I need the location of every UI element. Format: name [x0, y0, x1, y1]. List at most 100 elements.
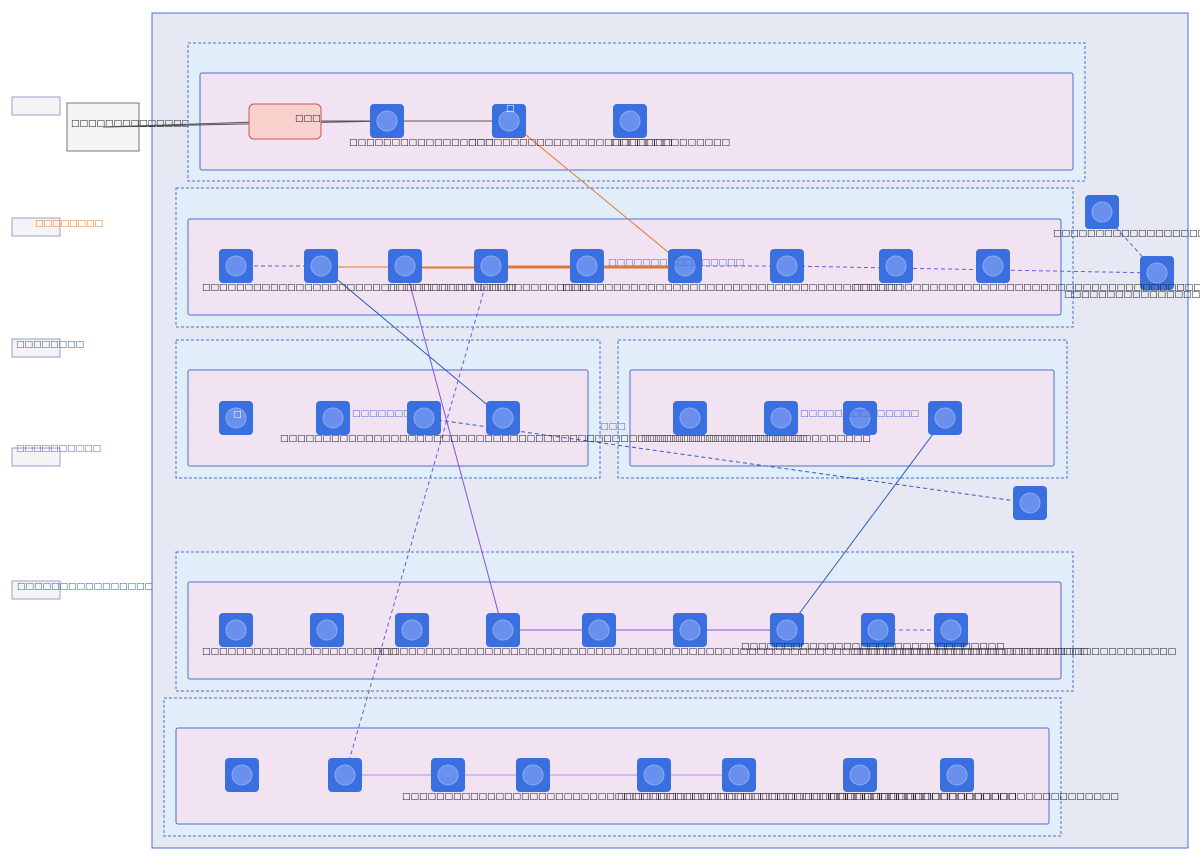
service-node [764, 401, 798, 435]
service-node [486, 613, 520, 647]
node-label: □□□□□□□□□□□□□□ [471, 283, 590, 293]
service-node [310, 613, 344, 647]
node-icon [480, 255, 502, 277]
node-icon [498, 110, 520, 132]
legend: □□□□□□□□ □□□□□□□□ □□□□□□□□□□ □□□□□□□□□□□… [11, 96, 153, 600]
node-icon [401, 619, 423, 641]
node-icon [413, 407, 435, 429]
node-icon [885, 255, 907, 277]
node-icon [322, 407, 344, 429]
edge-label: □□□□□□□□□□□□□□□□ [608, 258, 744, 268]
node-label: □□□□□□□□□□□□□□□□□□□□□□□□□□□□□□□□□□□□□ [202, 283, 517, 293]
node-icon [946, 764, 968, 786]
service-node [976, 249, 1010, 283]
node-label: □□□□□□□□□□□□□□□□□□□□□□□□□□□□□□□ [741, 642, 1005, 652]
row-labels: □□□□□□□□□□□□□□□□□ □□□□□□□□□□□□□□□□□□□□□□… [202, 104, 1200, 802]
node-icon [776, 255, 798, 277]
legend-swatch-5 [11, 580, 61, 600]
legend-swatch-2 [11, 217, 61, 237]
legend-label-4: □□□□□□□□□□ [16, 444, 101, 454]
legend-label-2: □□□□□□□□ [35, 219, 103, 229]
legend-label-3: □□□□□□□□ [16, 340, 84, 350]
node-icon [934, 407, 956, 429]
node-icon [225, 255, 247, 277]
zone-3-right-inner [629, 369, 1055, 467]
node-icon [231, 764, 253, 786]
service-node [582, 613, 616, 647]
node-label: □□□□□□□□□□□□□□□□□□□□□□□□□□ [1053, 229, 1200, 239]
node-icon [316, 619, 338, 641]
service-node [407, 401, 441, 435]
source-box-label: □□□□□□□□□□□□□□□□□ [71, 119, 216, 129]
node-icon [770, 407, 792, 429]
node-icon [376, 110, 398, 132]
node-icon [982, 255, 1004, 277]
node-icon [225, 407, 247, 429]
service-node [673, 613, 707, 647]
edge [508, 120, 687, 267]
service-node [637, 758, 671, 792]
service-node [928, 401, 962, 435]
service-node [316, 401, 350, 435]
service-node [219, 401, 253, 435]
node-label: □□□□□□□□□□□□□□□□□□□□□□□□□□□□□□□□□□□□□□□□… [402, 792, 929, 802]
zone-5-inner [175, 727, 1050, 825]
service-node [668, 249, 702, 283]
node-icon [492, 407, 514, 429]
edge [320, 265, 505, 419]
service-node [940, 758, 974, 792]
node-icon [576, 255, 598, 277]
node-icon [849, 764, 871, 786]
edge-label: □ [233, 410, 242, 420]
edge-label: □□□□□□□ [352, 409, 412, 419]
nodes [219, 104, 1174, 792]
service-node [388, 249, 422, 283]
service-node [395, 613, 429, 647]
edge [404, 265, 505, 632]
node-label: □□□□□□□□□□□□□□□□□□□□□□□□□□□□□□□□□□□□□□□□… [1064, 290, 1200, 300]
service-node [492, 104, 526, 138]
service-node [570, 249, 604, 283]
node-icon [1019, 492, 1041, 514]
legend-swatch-4 [11, 447, 61, 467]
service-node [370, 104, 404, 138]
edge [102, 120, 388, 128]
service-node [770, 613, 804, 647]
node-icon [643, 764, 665, 786]
service-node [843, 401, 877, 435]
node-icon [310, 255, 332, 277]
node-icon [225, 619, 247, 641]
node-icon [849, 407, 871, 429]
node-label: □□□□□□□□□□□□□□□□□□□□□□□□□□□□□□□□□□□□□□□□… [280, 434, 807, 444]
node-icon [437, 764, 459, 786]
legend-swatch-1 [11, 96, 61, 116]
service-node [328, 758, 362, 792]
node-icon [1091, 201, 1113, 223]
edge [786, 265, 1158, 274]
node-icon [522, 764, 544, 786]
start-node [248, 103, 322, 140]
node-label: □□□□□□□□□□□□□□□□□□□□□□□□□□□□□□□□□□□□□□□□… [853, 283, 1200, 293]
node-icon [1146, 262, 1168, 284]
node-icon [728, 764, 750, 786]
node-label: □□□□□□□□□□□□□□ [611, 138, 730, 148]
edge [423, 417, 1031, 504]
service-node [1140, 256, 1174, 290]
node-label: □□□□□□□□□□□□□□□□□□□□□□□□□□□□□□□□□□□□□□□□… [617, 792, 1119, 802]
service-node [219, 613, 253, 647]
node-icon [679, 619, 701, 641]
node-icon [394, 255, 416, 277]
service-node [516, 758, 550, 792]
service-node [304, 249, 338, 283]
service-node [879, 249, 913, 283]
service-node [225, 758, 259, 792]
start-node-label: □□□ [295, 114, 321, 124]
node-label: □□□□□□□□□□□□□□□□□□□□□□□□ [468, 138, 672, 148]
node-label: □□□□□□□□□□□□□□□□□□□□□□□ [202, 647, 398, 657]
node-icon [867, 619, 889, 641]
service-node [770, 249, 804, 283]
edge [786, 416, 946, 631]
service-node [1013, 486, 1047, 520]
service-node [474, 249, 508, 283]
service-node [1085, 195, 1119, 229]
